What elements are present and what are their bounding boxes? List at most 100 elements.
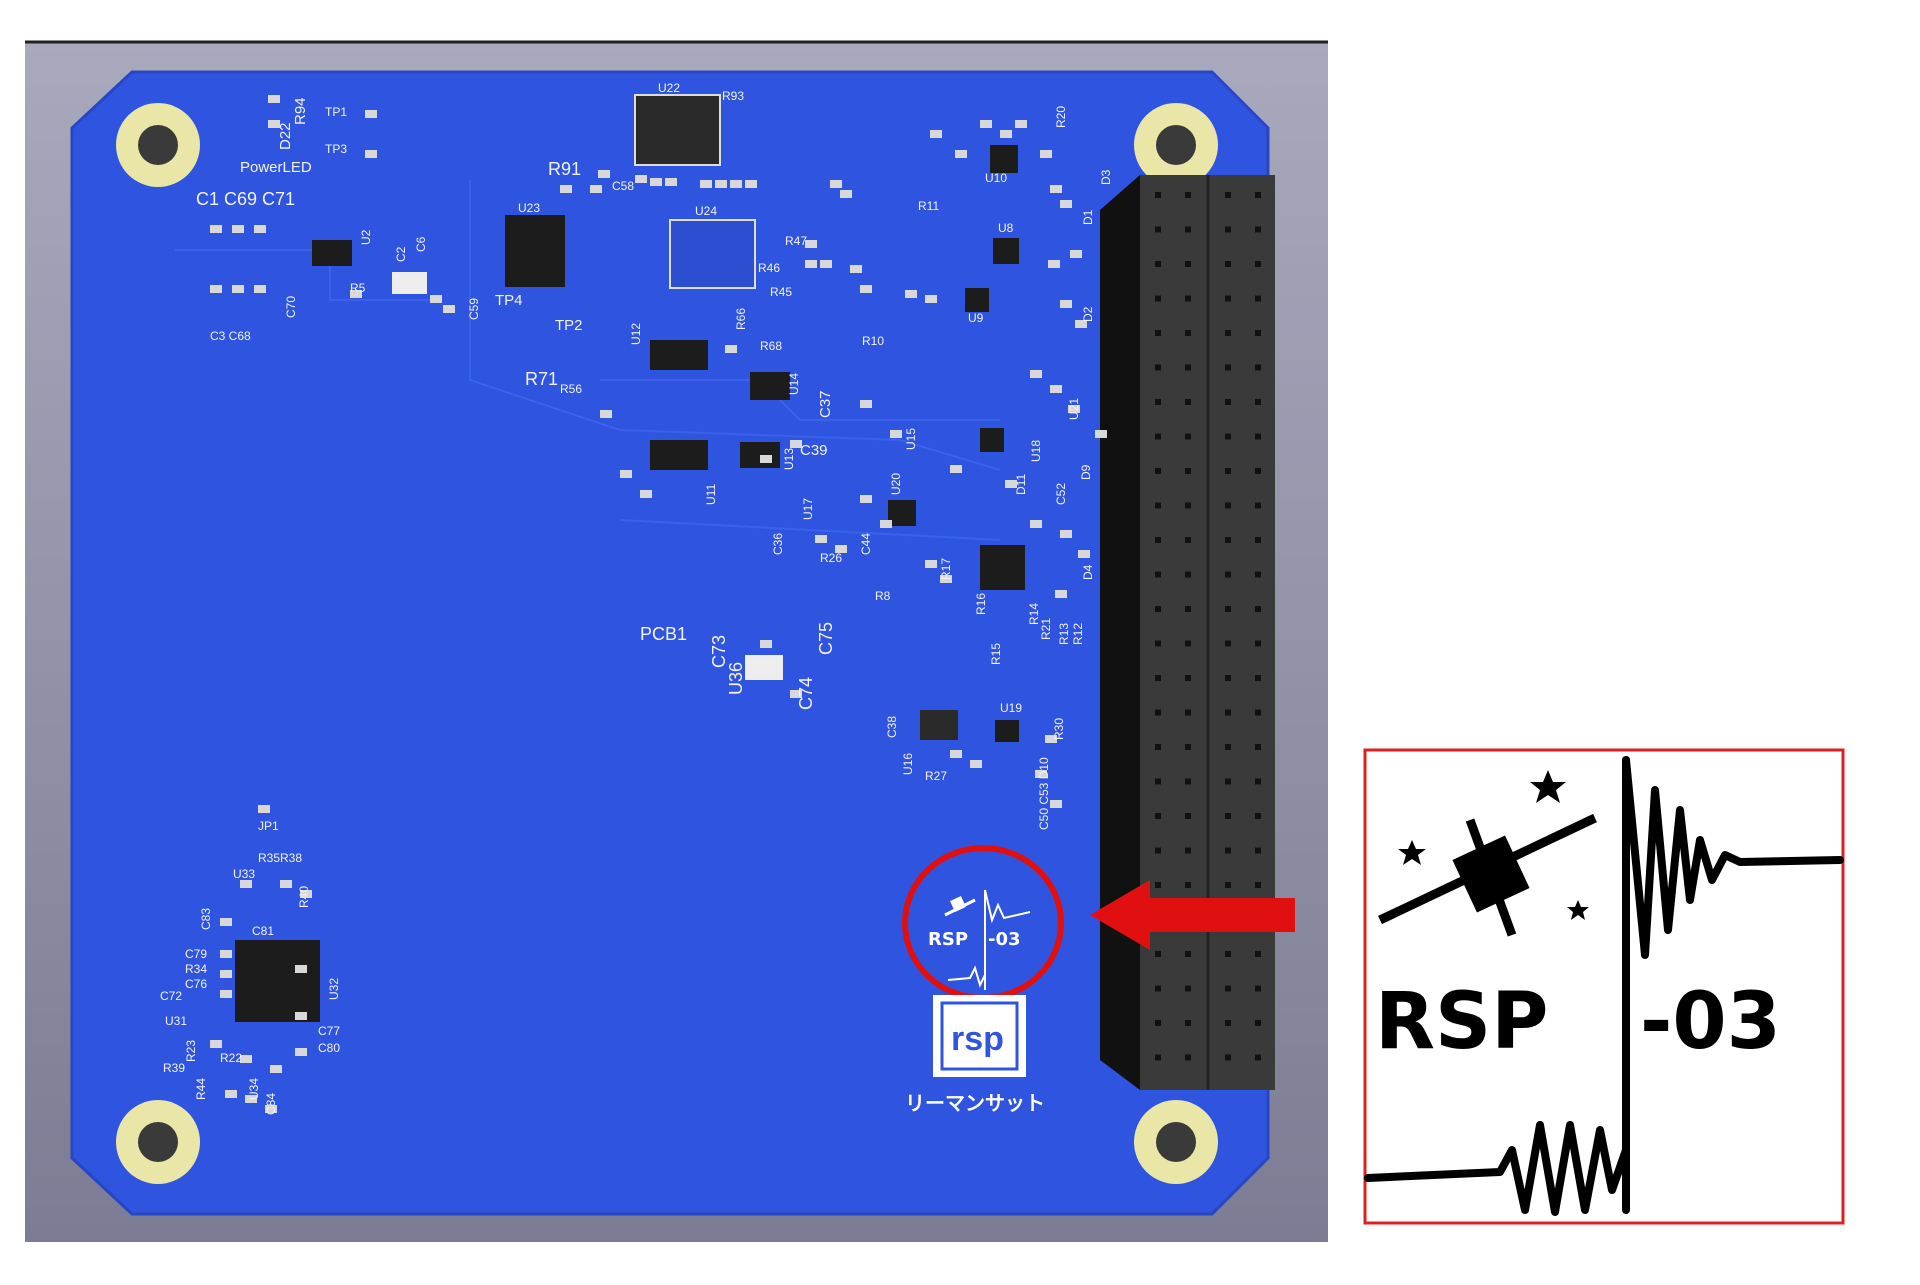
header-pin	[1155, 364, 1161, 371]
passive-component	[1030, 520, 1042, 528]
label-u17: U17	[801, 498, 815, 520]
mounting-holes	[116, 103, 1218, 1184]
label-u31: U31	[165, 1014, 187, 1028]
pcb-render: R94 D22 TP1 TP3 PowerLED U22 R93 R91 C58…	[25, 40, 1328, 1242]
ic-u23	[505, 215, 565, 287]
header-pin	[1255, 502, 1261, 509]
logo-inset: RSP -03	[1363, 748, 1845, 1225]
passive-component	[598, 170, 610, 178]
passive-component	[620, 470, 632, 478]
copper-traces	[175, 180, 1001, 541]
board-mini-logo-right: -03	[988, 929, 1021, 950]
passive-component	[240, 880, 252, 888]
satellite-icon	[1378, 813, 1597, 937]
header-pin	[1255, 951, 1261, 957]
header-pin	[1155, 778, 1161, 785]
header-pin	[1185, 951, 1191, 957]
header-pin	[1155, 709, 1161, 716]
label-d9: D9	[1079, 464, 1093, 480]
label-r12: R12	[1071, 623, 1085, 645]
pcb-board	[70, 70, 1270, 1216]
header-pin	[1225, 1020, 1231, 1026]
ic-u36	[745, 655, 783, 680]
pin-header-connector	[1100, 175, 1275, 1090]
label-r71: R71	[525, 369, 558, 389]
header-pin	[1155, 295, 1161, 302]
label-c38: C38	[885, 716, 899, 738]
label-tp4: TP4	[495, 292, 523, 309]
header-pin	[1185, 675, 1191, 681]
mounting-hole-bottom-left	[116, 1100, 200, 1184]
ic-u11	[650, 440, 708, 470]
header-pin	[1225, 433, 1231, 440]
label-d22: D22	[277, 122, 294, 150]
label-r23: R23	[184, 1040, 198, 1062]
label-tp3: TP3	[325, 142, 347, 156]
label-u19: U19	[1000, 701, 1022, 715]
label-tp2: TP2	[555, 317, 583, 334]
passive-component	[350, 290, 362, 298]
passive-component	[925, 295, 937, 303]
header-pin	[1185, 330, 1191, 336]
label-r66: R66	[734, 308, 748, 330]
header-pin	[1255, 399, 1261, 405]
label-u15: U15	[904, 428, 918, 450]
header-pin	[1155, 1054, 1161, 1061]
header-pin	[1155, 226, 1161, 233]
label-c52: C52	[1054, 483, 1068, 505]
passive-component	[1055, 590, 1067, 598]
passive-component	[1078, 550, 1090, 558]
ic-u18	[980, 428, 1004, 452]
label-c72: C72	[160, 989, 182, 1003]
label-pcb1: PCB1	[640, 624, 687, 644]
label-u13: U13	[782, 448, 796, 470]
header-pin	[1185, 433, 1191, 440]
passive-component	[1035, 770, 1047, 778]
ic-u16	[920, 710, 958, 740]
label-jp1: JP1	[258, 819, 279, 833]
brand-name: リーマンサット	[905, 1091, 1045, 1115]
header-pin	[1185, 295, 1191, 302]
label-c84: C84	[264, 1093, 278, 1115]
passive-component	[1068, 405, 1080, 413]
label-u32: U32	[327, 978, 341, 1000]
passive-component	[220, 990, 232, 998]
label-r8: R8	[875, 589, 891, 603]
header-pin	[1255, 295, 1261, 302]
header-pin	[1185, 399, 1191, 405]
label-u20: U20	[889, 473, 903, 495]
passive-component	[295, 965, 307, 973]
header-pin	[1255, 847, 1261, 854]
passive-component	[210, 285, 222, 293]
header-pin	[1255, 192, 1261, 198]
label-c58: C58	[612, 179, 634, 193]
passive-component	[1045, 735, 1057, 743]
label-u22: U22	[658, 81, 680, 95]
label-r17: R17	[939, 558, 953, 580]
label-u10: U10	[985, 171, 1007, 185]
passive-component	[805, 260, 817, 268]
mounting-hole-top-left	[116, 103, 200, 187]
label-u11: U11	[704, 484, 718, 505]
ic-u20	[888, 500, 916, 526]
label-r15: R15	[989, 643, 1003, 665]
passive-component	[295, 1012, 307, 1020]
passive-component	[232, 285, 244, 293]
passive-component	[950, 750, 962, 758]
passive-component	[1040, 150, 1052, 158]
passive-component	[1015, 120, 1027, 128]
label-r44: R44	[194, 1078, 208, 1100]
label-c80: C80	[318, 1041, 340, 1055]
header-pin	[1225, 847, 1231, 854]
passive-component	[970, 760, 982, 768]
label-r91: R91	[548, 159, 581, 179]
passive-component	[254, 225, 266, 233]
label-r93: R93	[722, 89, 744, 103]
passive-component	[905, 290, 917, 298]
inset-logo-left: RSP	[1375, 977, 1548, 1067]
header-pin	[1185, 847, 1191, 854]
header-pin	[1185, 1020, 1191, 1026]
passive-component	[1095, 430, 1107, 438]
ic-large-qfn	[980, 545, 1025, 590]
